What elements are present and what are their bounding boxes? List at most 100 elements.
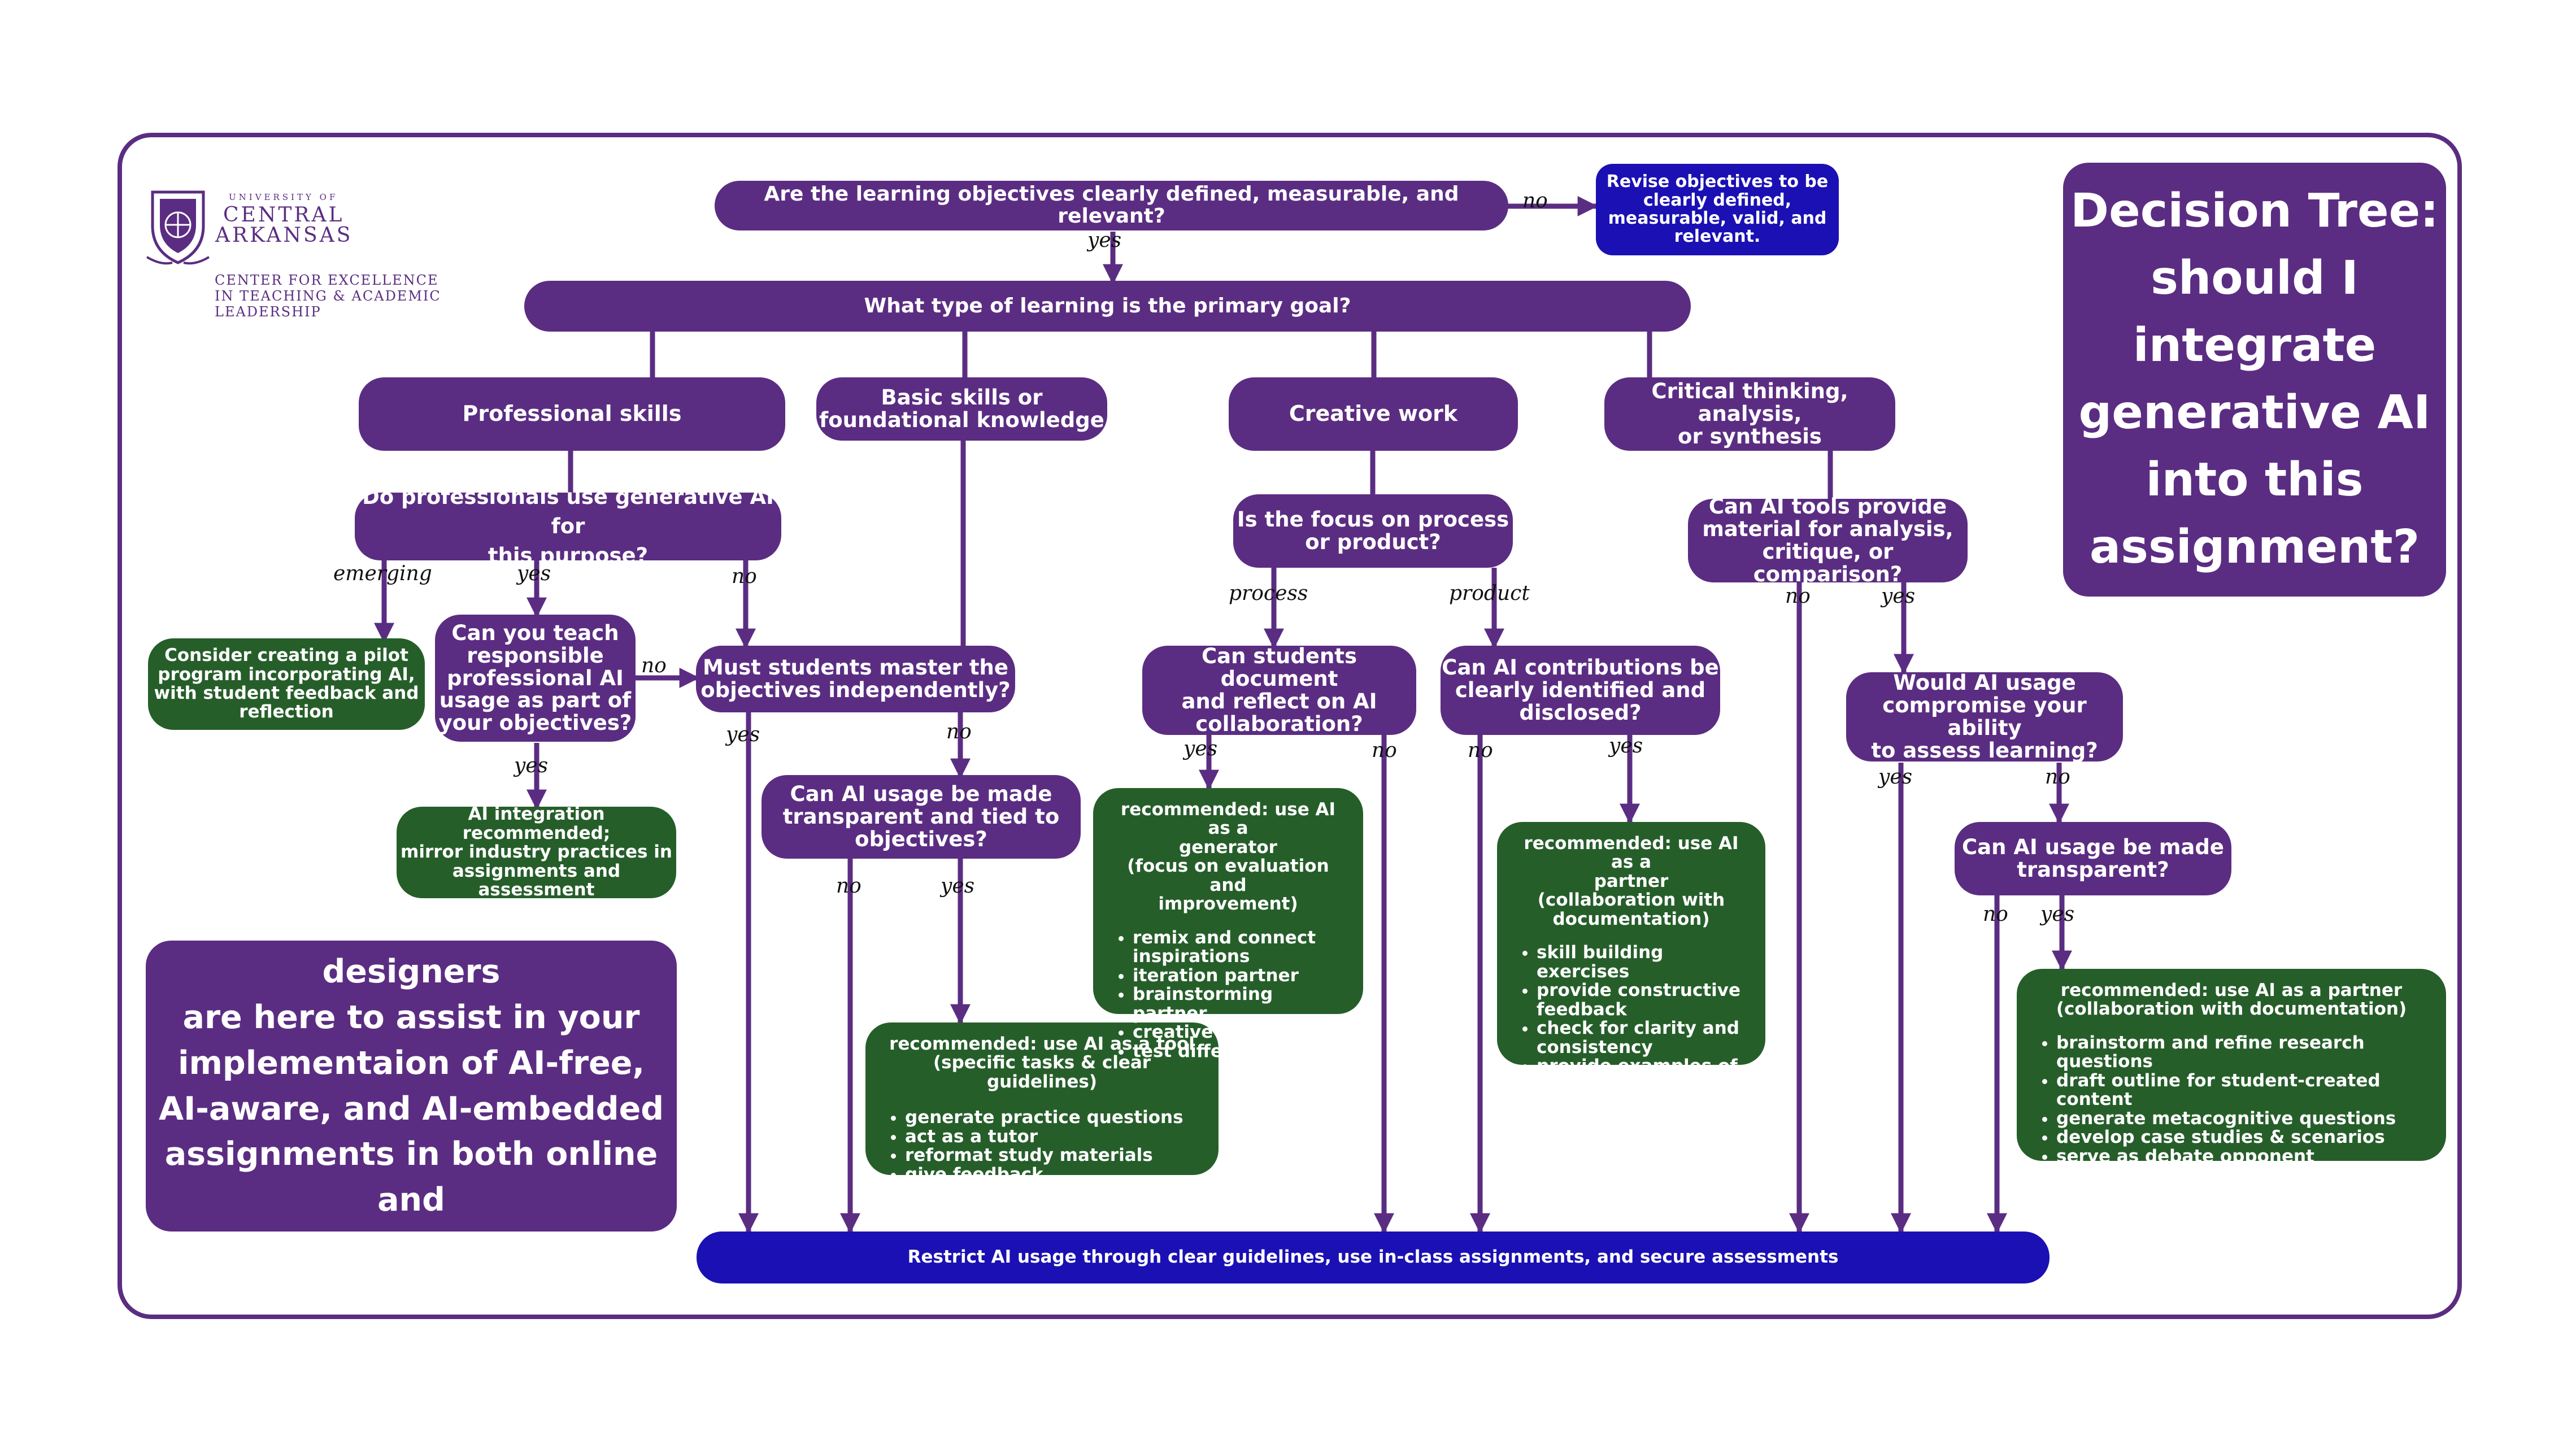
- uca-cetal-logo: UNIVERSITY OF CENTRAL ARKANSAS CENTER FO…: [144, 186, 483, 328]
- label-no: no: [1372, 739, 1397, 762]
- revise-line2: clearly defined,: [1643, 190, 1792, 210]
- list-item: provide examples of excellence: [1537, 1056, 1748, 1095]
- rec-partner-creative-head2: partner: [1594, 871, 1669, 891]
- question-contributions-disclosed: Can AI contributions be clearly identifi…: [1441, 646, 1720, 735]
- logo-center-line3: LEADERSHIP: [215, 304, 321, 320]
- basic-line1: Basic skills or: [881, 385, 1043, 410]
- question-master-independently: Must students master the objectives inde…: [696, 646, 1015, 712]
- rec-partner-creative-head4: documentation): [1552, 908, 1710, 929]
- cetal-line3: implementaion of AI-free,: [177, 1044, 645, 1082]
- list-item: generate metacognitive questions: [2056, 1109, 2429, 1128]
- label-yes: yes: [517, 562, 551, 585]
- q-contributions-line1: Can AI contributions be: [1442, 655, 1719, 680]
- label-yes: yes: [1609, 734, 1643, 758]
- q-contributions-line3: disclosed?: [1519, 700, 1642, 725]
- title-line5: into this: [2146, 452, 2364, 507]
- q-contributions-line2: clearly identified and: [1455, 678, 1706, 703]
- question-process-or-product: Is the focus on process or product?: [1233, 494, 1513, 568]
- list-item: provide constructive feedback: [1537, 981, 1748, 1019]
- q-compromise-line3: to assess learning?: [1871, 738, 2098, 763]
- pilot-line4: reflection: [239, 702, 334, 723]
- critical-line2: or synthesis: [1678, 424, 1822, 449]
- revise-line1: Revise objectives to be: [1606, 172, 1829, 192]
- revise-objectives-box: Revise objectives to be clearly defined,…: [1596, 164, 1839, 255]
- label-no: no: [641, 654, 667, 677]
- question-material-analysis: Can AI tools provide material for analys…: [1688, 495, 1968, 585]
- title-line1: Decision Tree:: [2070, 184, 2439, 238]
- label-product: product: [1449, 582, 1530, 605]
- label-yes: yes: [514, 754, 549, 777]
- rec-partner-critical-head1: recommended: use AI as a partner: [2060, 980, 2403, 1000]
- q-transparent-tied-line3: objectives?: [855, 826, 987, 851]
- title-line6: assignment?: [2089, 520, 2420, 574]
- rec-generator-head4: improvement): [1158, 894, 1298, 915]
- list-item: generate practice questions: [905, 1108, 1202, 1127]
- q-teach-line5: your objectives?: [438, 711, 632, 736]
- q-compromise-line2: compromise your ability: [1882, 693, 2087, 740]
- category-professional-skills: Professional skills: [359, 377, 785, 451]
- cetal-line5: assignments in both online and: [164, 1135, 658, 1219]
- category-creative-work: Creative work: [1229, 377, 1518, 451]
- rec-partner-creative-head3: (collaboration with: [1537, 890, 1725, 911]
- q-teach-line1: Can you teach: [451, 620, 619, 645]
- list-item: test different styles: [1133, 1042, 1346, 1061]
- label-yes: yes: [1087, 229, 1122, 252]
- q-professionals-line1: Do professionals use generative AI for: [362, 485, 774, 539]
- q-professionals-line2: this purpose?: [488, 543, 649, 568]
- title-line3: integrate: [2133, 319, 2377, 373]
- question-professionals-use-ai: Do professionals use generative AI for t…: [355, 485, 781, 568]
- cetal-assistance-panel: CETAL’s intructional designers are here …: [146, 907, 677, 1264]
- integration-line4: assignments and assessment: [452, 860, 621, 900]
- list-item: check for clarity and consistency: [1537, 1019, 1748, 1057]
- list-item: brainstorm and refine research questions: [2056, 1033, 2429, 1072]
- label-yes: yes: [726, 723, 760, 746]
- integration-line1: AI integration: [468, 804, 605, 825]
- q-compromise-line1: Would AI usage: [1893, 671, 2076, 695]
- label-no: no: [1785, 585, 1811, 608]
- question-teach-responsible-ai: Can you teach responsible professional A…: [435, 615, 636, 742]
- title-line2: should I: [2151, 251, 2359, 306]
- rec-generator-head2: generator: [1179, 837, 1277, 858]
- logo-center-line1: CENTER FOR EXCELLENCE: [215, 272, 439, 288]
- diagram-frame: [118, 133, 2462, 1319]
- question-objectives: Are the learning objectives clearly defi…: [715, 181, 1508, 230]
- q-transparent-tied-line1: Can AI usage be made: [790, 782, 1052, 807]
- question-document-reflect: Can students document and reflect on AI …: [1142, 644, 1416, 735]
- list-item: act as a tutor: [905, 1127, 1202, 1146]
- shield-icon: [146, 190, 210, 265]
- revise-line4: relevant.: [1674, 227, 1761, 247]
- question-transparent: Can AI usage be made transparent?: [1955, 822, 2231, 895]
- integration-line3: mirror industry practices in: [401, 842, 672, 863]
- q-teach-line2: responsible: [467, 643, 604, 668]
- list-item: skill building exercises: [1537, 943, 1748, 981]
- title-line4: generative AI: [2078, 386, 2431, 440]
- question-compromise-assessment: Would AI usage compromise your ability t…: [1846, 672, 2123, 762]
- list-item: brainstorming partner: [1133, 985, 1346, 1023]
- q-teach-line4: usage as part of: [439, 688, 632, 713]
- label-emerging: emerging: [333, 562, 432, 585]
- cetal-line6: in-person courses.: [243, 1227, 580, 1265]
- label-no: no: [2045, 765, 2070, 789]
- label-process: process: [1229, 582, 1308, 605]
- title-panel: Decision Tree: should I integrate genera…: [2063, 163, 2446, 597]
- category-critical-thinking: Critical thinking, analysis, or synthesi…: [1604, 377, 1895, 451]
- recommendation-ai-as-partner-critical: recommended: use AI as a partner (collab…: [2017, 969, 2446, 1185]
- list-item: reformat study materials: [905, 1146, 1202, 1165]
- pilot-line1: Consider creating a pilot: [164, 645, 408, 666]
- q-document-line1: Can students document: [1201, 644, 1357, 691]
- list-item: iteration partner: [1133, 966, 1346, 985]
- q-master-line2: objectives independently?: [700, 678, 1011, 702]
- cetal-line1: CETAL’s intructional designers: [232, 907, 590, 990]
- q-material-line2: material for analysis,: [1702, 517, 1953, 542]
- label-yes: yes: [2040, 903, 2075, 926]
- q-teach-line3: professional AI: [447, 665, 624, 690]
- label-yes: yes: [1878, 765, 1913, 789]
- list-item: remix and connect inspirations: [1133, 928, 1346, 967]
- label-no: no: [732, 565, 757, 588]
- rec-tool-head2: (specific tasks & clear guidelines): [933, 1052, 1151, 1092]
- logo-university-line3: ARKANSAS: [215, 224, 353, 247]
- list-item: develop case studies & scenarios: [2056, 1128, 2429, 1147]
- logo-university-line2: CENTRAL: [223, 203, 345, 227]
- basic-line2: foundational knowledge: [819, 408, 1104, 432]
